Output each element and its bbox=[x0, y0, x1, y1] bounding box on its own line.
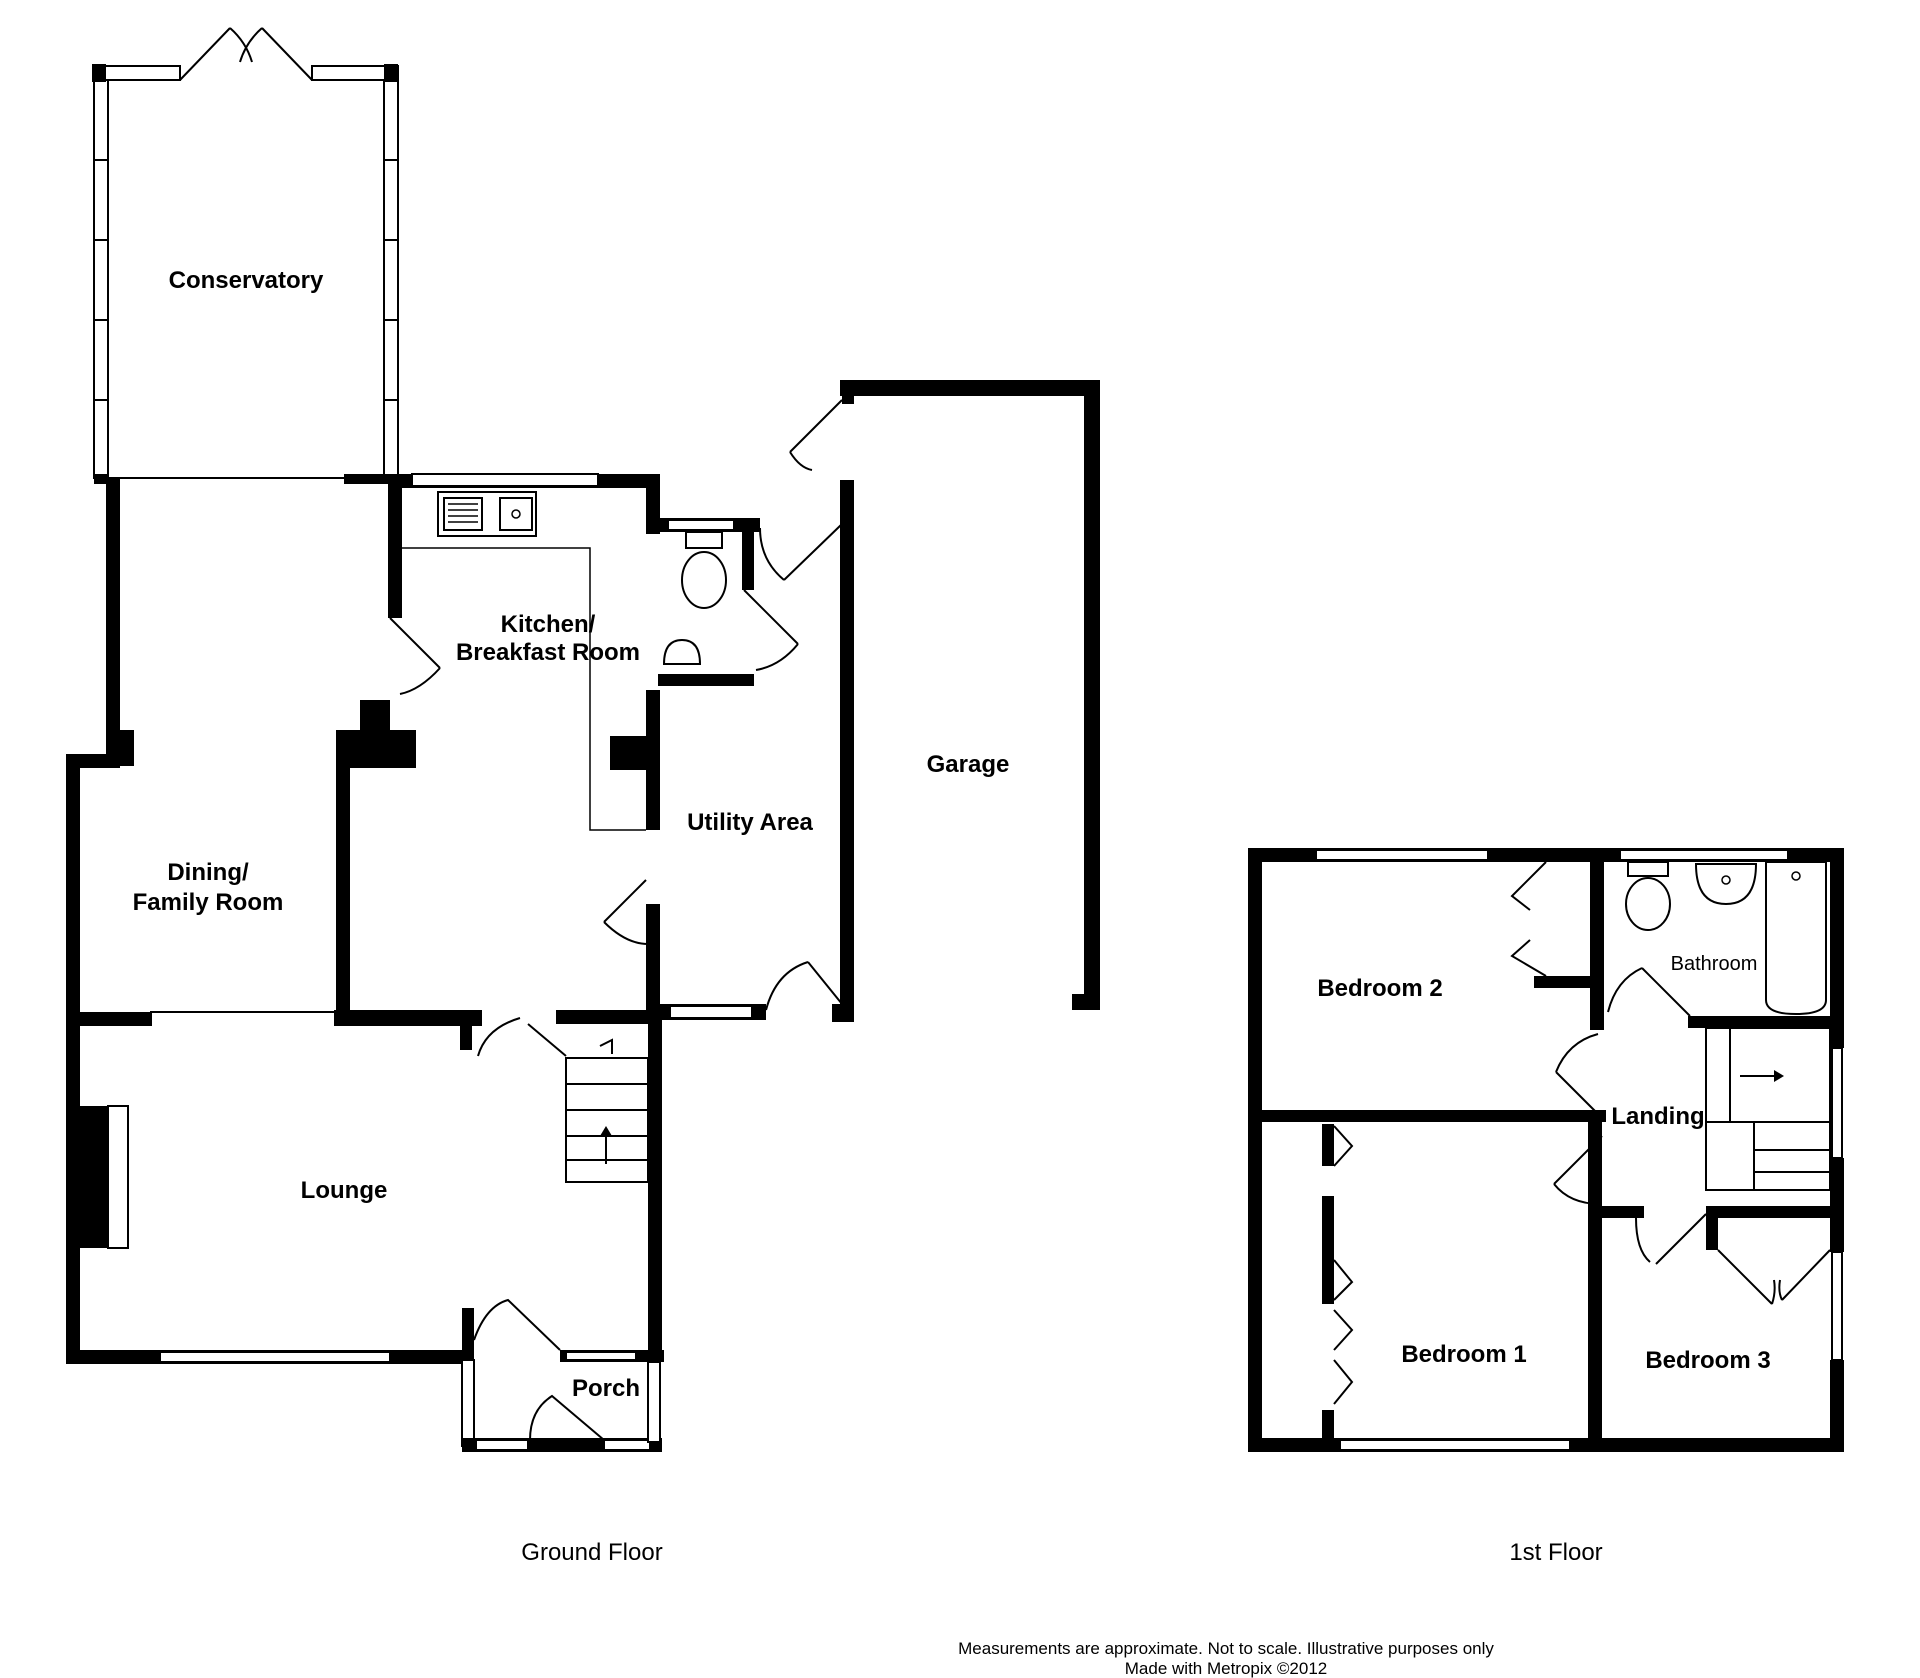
first-floor-label: 1st Floor bbox=[1509, 1539, 1602, 1566]
bedroom2-label: Bedroom 2 bbox=[1317, 975, 1442, 1002]
bathroom-toilet bbox=[1625, 877, 1671, 931]
bathroom-label: Bathroom bbox=[1671, 953, 1758, 975]
bedroom3-label: Bedroom 3 bbox=[1645, 1347, 1770, 1374]
utility-label: Utility Area bbox=[687, 809, 813, 836]
wc-door bbox=[743, 589, 799, 671]
bedroom3-window bbox=[1831, 1251, 1843, 1361]
kitchen-label-line1: Kitchen/ bbox=[501, 611, 596, 638]
wc-toilet bbox=[681, 551, 727, 609]
porch: Porch bbox=[461, 1298, 664, 1452]
porch-front-door bbox=[529, 1394, 605, 1441]
conservatory: Conservatory bbox=[92, 27, 399, 484]
porch-right-window bbox=[647, 1361, 661, 1443]
landing-window bbox=[1831, 1047, 1843, 1159]
lounge-label: Lounge bbox=[301, 1177, 388, 1204]
porch-left-window bbox=[461, 1359, 475, 1447]
lounge-hearth bbox=[107, 1105, 129, 1249]
wc-window bbox=[667, 519, 735, 531]
bathroom-window bbox=[1619, 849, 1789, 861]
landing-label: Landing bbox=[1611, 1103, 1704, 1130]
dining-kitchen-door bbox=[389, 617, 441, 695]
garage-label: Garage bbox=[927, 751, 1010, 778]
lounge-kitchen-door bbox=[477, 1017, 567, 1057]
kitchen-utility-door bbox=[603, 879, 649, 945]
lounge-window bbox=[159, 1351, 391, 1363]
bedroom2-window bbox=[1315, 849, 1489, 861]
bathroom-bath bbox=[1765, 861, 1827, 1016]
utility-window bbox=[669, 1005, 753, 1019]
bedroom1-wardrobe-door-1 bbox=[1333, 1125, 1354, 1167]
kitchen-label-line2: Breakfast Room bbox=[456, 639, 640, 666]
bathroom: Bathroom bbox=[1607, 849, 1830, 1028]
dining-family-room: Dining/ Family Room bbox=[66, 478, 441, 1362]
utility-back-door bbox=[765, 961, 843, 1011]
kitchen-worktop bbox=[398, 547, 646, 831]
bedroom1-wardrobe-doors bbox=[1333, 1259, 1354, 1405]
ground-floor-label: Ground Floor bbox=[521, 1539, 662, 1566]
bedroom2-door bbox=[1555, 1033, 1605, 1121]
garage-side-door bbox=[789, 399, 843, 471]
bedroom-1: Bedroom 1 bbox=[1322, 1120, 1603, 1451]
bedroom1-door bbox=[1553, 1135, 1603, 1205]
porch-label: Porch bbox=[572, 1375, 640, 1402]
wc bbox=[658, 518, 799, 686]
wc-basin bbox=[662, 638, 702, 665]
bathroom-door bbox=[1607, 967, 1691, 1017]
ground-floor-plan: Conservatory Dining/ Family Room bbox=[66, 27, 1100, 1566]
first-floor-plan: Bedroom 2 Bathroom Landing bbox=[1248, 848, 1844, 1566]
porch-bottom-left-window bbox=[475, 1439, 529, 1451]
disclaimer-line1: Measurements are approximate. Not to sca… bbox=[958, 1639, 1494, 1658]
bedroom-2: Bedroom 2 bbox=[1262, 848, 1606, 1122]
bedroom2-wardrobe-doors bbox=[1510, 861, 1547, 977]
porch-inner-door bbox=[473, 1298, 561, 1351]
dining-label-line1: Dining/ bbox=[167, 859, 249, 886]
utility-garage-door bbox=[759, 523, 843, 581]
dining-label-line2: Family Room bbox=[133, 889, 284, 916]
landing: Landing bbox=[1611, 1027, 1843, 1191]
conservatory-top-left-glazing bbox=[93, 65, 181, 81]
porch-bottom-right-window bbox=[603, 1439, 651, 1451]
bedroom-3: Bedroom 3 bbox=[1588, 1204, 1844, 1452]
first-floor-stairs bbox=[1705, 1027, 1831, 1191]
kitchen-window bbox=[411, 473, 599, 487]
bedroom1-window bbox=[1339, 1439, 1571, 1451]
conservatory-left-glazing bbox=[93, 67, 109, 479]
lounge: Lounge bbox=[66, 1010, 662, 1364]
garage: Garage bbox=[789, 380, 1100, 1010]
bedroom3-wardrobe-doors bbox=[1717, 1249, 1831, 1305]
lounge-fireplace bbox=[80, 1106, 108, 1248]
conservatory-french-doors bbox=[179, 27, 313, 81]
utility-area: Utility Area bbox=[660, 516, 854, 1022]
bedroom3-door bbox=[1635, 1213, 1707, 1265]
conservatory-label: Conservatory bbox=[169, 267, 324, 294]
bedroom1-label: Bedroom 1 bbox=[1401, 1341, 1526, 1368]
kitchen-breakfast-room: Kitchen/ Breakfast Room bbox=[388, 473, 660, 1014]
conservatory-right-glazing bbox=[383, 67, 399, 479]
disclaimer-line2: Made with Metropix ©2012 bbox=[1125, 1659, 1327, 1678]
